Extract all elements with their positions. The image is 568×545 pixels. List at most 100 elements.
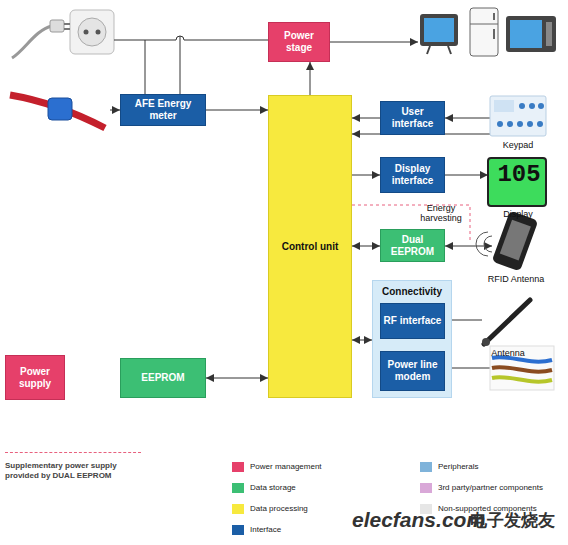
antenna <box>482 300 530 346</box>
keypad-part <box>517 121 523 127</box>
current-clamp-part <box>48 98 72 120</box>
interface-box: Power line modem <box>380 351 445 391</box>
plug-socket-part <box>64 28 70 30</box>
power-line-wires-part <box>490 346 554 390</box>
legend-entry: Non-supported components <box>420 504 568 514</box>
appliances-part <box>510 20 542 48</box>
appliances-part <box>420 14 458 46</box>
plug-socket-part <box>12 26 52 58</box>
mains-wires-part <box>445 175 488 176</box>
legend-swatch <box>232 462 244 472</box>
power-line-wires-part <box>492 367 552 372</box>
keypad-part <box>527 121 533 127</box>
storage-box: EEPROM <box>120 358 206 398</box>
node-text: RF interface <box>382 315 444 327</box>
connector-arrow <box>352 118 380 119</box>
node-text: Dual EEPROM <box>381 234 444 258</box>
connector-arrow <box>352 340 372 341</box>
mains-wires-part <box>180 36 181 94</box>
power-line-wires-part <box>492 377 552 382</box>
interface-box: AFE Energy meter <box>120 94 206 126</box>
antenna-part <box>482 338 490 346</box>
plug-socket-part <box>64 23 70 25</box>
group-region: Connectivity RF interfacePower line modem <box>372 280 452 398</box>
mains-wires-part <box>445 246 492 247</box>
legend-entry: Supplementary power supply provided by D… <box>5 452 145 481</box>
legend-text: Data storage <box>250 483 296 493</box>
appliances-part <box>493 29 495 39</box>
node-text: User interface <box>381 106 444 130</box>
keypad-part <box>538 103 544 109</box>
mains-wires-part <box>110 110 120 111</box>
mains-wires-part <box>145 40 146 94</box>
node-text: EEPROM <box>139 372 186 384</box>
keypad <box>490 96 546 136</box>
keypad-part <box>507 121 513 127</box>
node-text: Connectivity <box>380 286 444 298</box>
rfid-phone <box>476 210 538 271</box>
keypad-part <box>490 96 546 136</box>
appliances-part <box>470 8 498 56</box>
connector-arrow <box>352 246 380 247</box>
caption-label: Keypad <box>490 140 546 150</box>
current-clamp <box>10 95 105 128</box>
caption-label: RFID Antenna <box>478 274 554 284</box>
legend-text: Non-supported components <box>438 504 537 514</box>
legend-entry: Data processing <box>232 504 402 514</box>
appliances-part <box>470 24 498 25</box>
legend-swatch <box>232 504 244 514</box>
node-text: Display interface <box>381 163 444 187</box>
legend-text: Interface <box>250 525 281 535</box>
node-text: Power stage <box>269 30 329 54</box>
rfid-phone-part <box>484 236 492 252</box>
power-line-wires-part <box>492 357 552 362</box>
watermark: elecfans.com <box>352 508 482 532</box>
appliances-part <box>427 46 430 54</box>
legend-swatch <box>232 483 244 493</box>
legend-entry: Peripherals <box>420 462 568 472</box>
connector-arrow <box>206 378 268 379</box>
node-text: Control unit <box>280 241 341 253</box>
caption-label: Display <box>490 209 546 219</box>
appliances-part <box>448 46 451 54</box>
legend-text: Supplementary power supply provided by D… <box>5 461 145 481</box>
legend-entry: Interface <box>232 525 402 535</box>
processing-box: Control unit <box>268 95 352 398</box>
node-text: AFE Energy meter <box>121 98 205 122</box>
lcd-display <box>488 158 546 206</box>
power-line-wires <box>490 346 554 390</box>
legend-text: Power management <box>250 462 322 472</box>
legend-swatch <box>420 483 432 493</box>
appliances-part <box>493 13 495 20</box>
legend-text: Peripherals <box>438 462 478 472</box>
interface-box: Display interface <box>380 157 445 193</box>
legend-line-sample <box>5 452 141 453</box>
display-digits: 105 <box>490 162 548 188</box>
watermark: 电子发烧友 <box>470 511 568 531</box>
connector-arrow <box>206 110 268 111</box>
interface-box: RF interface <box>380 303 445 339</box>
current-clamp-part <box>10 95 105 128</box>
antenna-part <box>484 300 530 344</box>
plug-socket <box>12 10 114 58</box>
keypad-part <box>494 100 514 112</box>
plug-socket-part <box>96 30 101 35</box>
node-text: Power line modem <box>381 359 444 383</box>
legend-swatch <box>420 462 432 472</box>
legend-entry: Power management <box>232 462 402 472</box>
mains-wires-part <box>330 42 418 43</box>
legend-text: 3rd party/partner components <box>438 483 543 493</box>
note-label: Energy harvesting <box>412 203 470 223</box>
plug-socket-part <box>70 10 114 54</box>
caption-label: Antenna <box>478 348 538 358</box>
appliances <box>420 8 556 56</box>
appliances-part <box>546 22 552 46</box>
appliances-part <box>506 16 556 52</box>
rfid-phone-part <box>492 210 539 271</box>
legend-swatch <box>420 504 432 514</box>
lcd-display-part <box>488 158 546 206</box>
power-box: Power stage <box>268 22 330 62</box>
rfid-phone-part <box>500 220 531 261</box>
